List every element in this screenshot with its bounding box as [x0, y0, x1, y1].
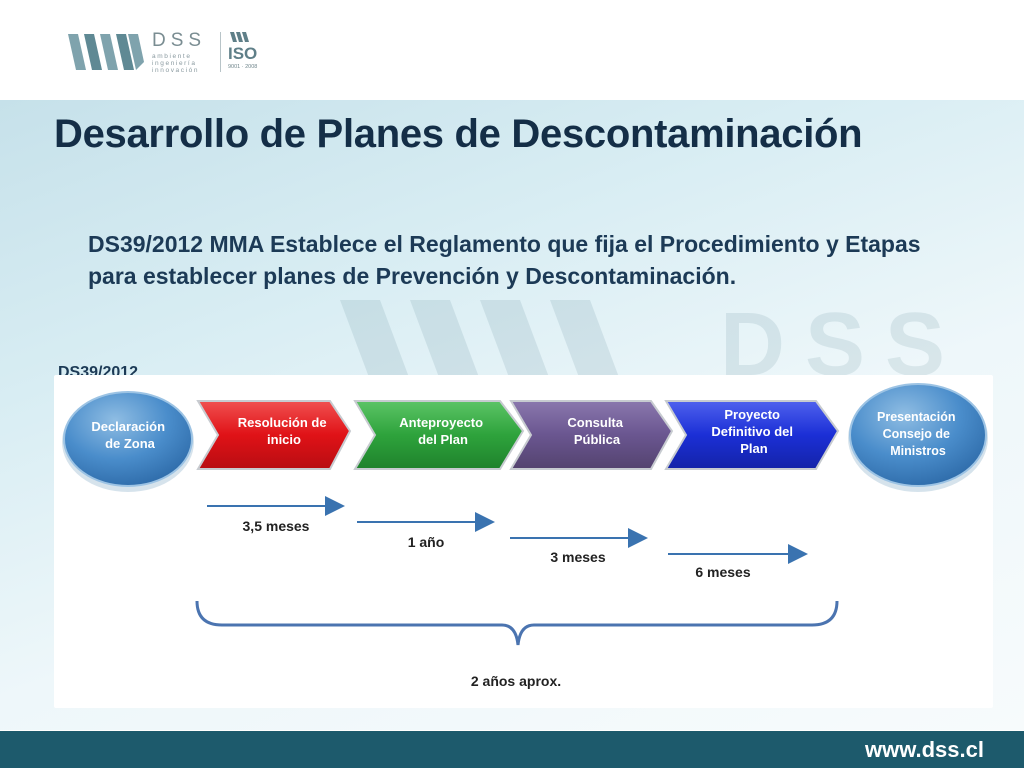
stage-label-5: Proyecto Definitivo del Plan — [711, 407, 796, 456]
stage-presentacion: Presentación Consejo de Ministros — [848, 383, 988, 492]
duration-label-1: 3,5 meses — [243, 518, 310, 534]
stage-label-1: Declaración de Zona — [91, 419, 168, 451]
slide-title: Desarrollo de Planes de Descontaminación — [54, 112, 863, 156]
logo-divider — [220, 32, 221, 72]
dss-watermark-icon: DSS — [340, 300, 965, 380]
slide-header: DSS ambiente ingeniería innovación ISO 9… — [0, 0, 1024, 100]
duration-label-3: 3 meses — [550, 549, 605, 565]
iso-year: 9001 · 2008 — [228, 64, 258, 70]
stage-consulta: Consulta Pública — [509, 400, 674, 470]
stage-resolucion: Resolución de inicio — [196, 400, 352, 470]
duration-4: 6 meses — [668, 544, 808, 580]
duration-3: 3 meses — [510, 528, 648, 565]
svg-text:DSS: DSS — [720, 300, 965, 380]
stage-proyecto-definitivo: Proyecto Definitivo del Plan — [664, 400, 840, 470]
stage-declaracion: Declaración de Zona — [62, 391, 194, 492]
duration-1: 3,5 meses — [207, 496, 345, 534]
iso-stripes-icon — [230, 32, 249, 42]
iso-label: ISO — [228, 44, 258, 63]
slide-footer: www.dss.cl — [0, 731, 1024, 768]
logo-tagline-3: innovación — [152, 67, 200, 74]
logo-tagline-1: ambiente — [152, 53, 192, 60]
duration-label-4: 6 meses — [695, 564, 750, 580]
partially-hidden-text: DS39/2012 — [58, 364, 139, 375]
stage-anteproyecto: Anteproyecto del Plan — [353, 400, 525, 470]
process-diagram: Declaración de Zona Resolución de inicio… — [54, 375, 993, 708]
duration-2: 1 año — [357, 512, 495, 550]
process-diagram-svg: Declaración de Zona Resolución de inicio… — [62, 383, 988, 689]
total-label: 2 años aprox. — [471, 673, 561, 689]
duration-label-2: 1 año — [408, 534, 445, 550]
stage-label-4: Consulta Pública — [567, 415, 626, 447]
logo-name: DSS — [152, 30, 207, 51]
iso-badge: ISO 9001 · 2008 — [228, 30, 268, 74]
dss-logo: DSS ambiente ingeniería innovación ISO 9… — [66, 28, 276, 76]
stage-label-2: Resolución de inicio — [238, 415, 330, 447]
dss-stripes-icon — [68, 34, 144, 70]
stage-label-3: Anteproyecto del Plan — [399, 415, 486, 447]
logo-tagline-2: ingeniería — [152, 60, 197, 67]
total-brace — [195, 600, 839, 646]
footer-url[interactable]: www.dss.cl — [864, 737, 984, 762]
slide-subtitle: DS39/2012 MMA Establece el Reglamento qu… — [88, 231, 921, 289]
stage-label-6: Presentación Consejo de Ministros — [877, 410, 959, 458]
